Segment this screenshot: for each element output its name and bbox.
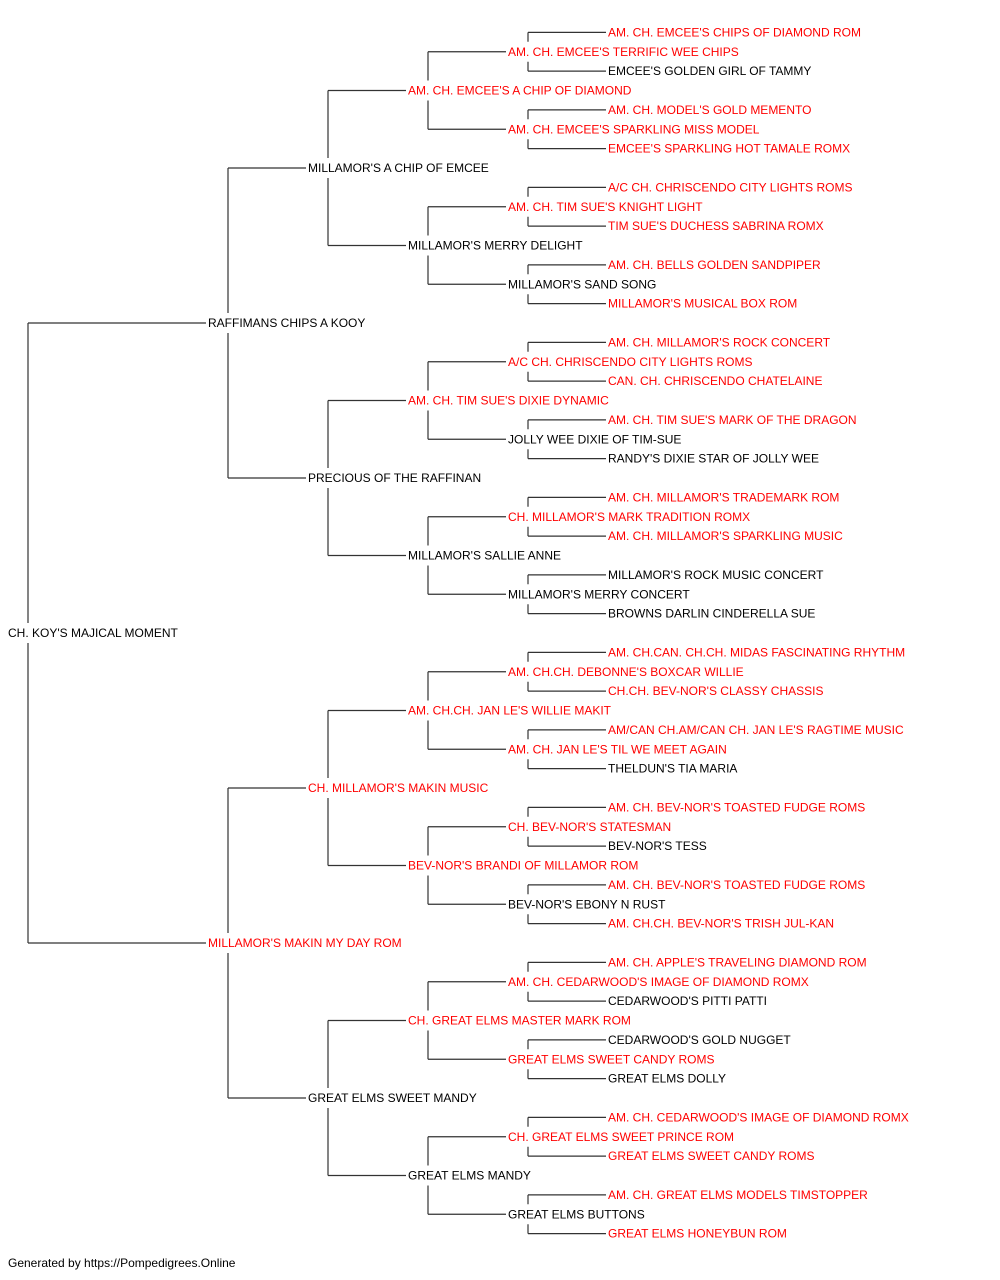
pedigree-name-gen5: A/C CH. CHRISCENDO CITY LIGHTS ROMS (608, 180, 852, 194)
pedigree-name-gen3: GREAT ELMS MANDY (408, 1169, 531, 1183)
pedigree-name-gen4: AM. CH. EMCEE'S SPARKLING MISS MODEL (508, 122, 760, 136)
pedigree-name-gen4: AM. CH.CH. DEBONNE'S BOXCAR WILLIE (508, 665, 744, 679)
pedigree-name-gen5: TIM SUE'S DUCHESS SABRINA ROMX (608, 219, 824, 233)
pedigree-name-gen5: AM. CH.CAN. CH.CH. MIDAS FASCINATING RHY… (608, 645, 905, 659)
pedigree-name-gen5: AM. CH. MILLAMOR'S SPARKLING MUSIC (608, 529, 843, 543)
pedigree-name-gen3: AM. CH.CH. JAN LE'S WILLIE MAKIT (408, 704, 612, 718)
pedigree-name-gen4: MILLAMOR'S SAND SONG (508, 277, 656, 291)
pedigree-name-gen3: BEV-NOR'S BRANDI OF MILLAMOR ROM (408, 859, 638, 873)
pedigree-name-gen5: CEDARWOOD'S GOLD NUGGET (608, 1033, 791, 1047)
pedigree-name-gen5: AM. CH. BEV-NOR'S TOASTED FUDGE ROMS (608, 878, 865, 892)
pedigree-name-gen5: BROWNS DARLIN CINDERELLA SUE (608, 607, 815, 621)
pedigree-name-gen5: AM. CH. TIM SUE'S MARK OF THE DRAGON (608, 413, 857, 427)
pedigree-name-gen4: AM. CH. TIM SUE'S KNIGHT LIGHT (508, 200, 703, 214)
pedigree-name-gen5: RANDY'S DIXIE STAR OF JOLLY WEE (608, 452, 819, 466)
pedigree-name-gen3: AM. CH. TIM SUE'S DIXIE DYNAMIC (408, 394, 609, 408)
pedigree-name-gen5: CAN. CH. CHRISCENDO CHATELAINE (608, 374, 822, 388)
pedigree-name-gen1: MILLAMOR'S MAKIN MY DAY ROM (208, 936, 402, 950)
pedigree-name-gen5: AM. CH. CEDARWOOD'S IMAGE OF DIAMOND ROM… (608, 1110, 909, 1124)
footer-credit: Generated by https://Pompedigrees.Online (8, 1256, 236, 1270)
pedigree-name-gen3: AM. CH. EMCEE'S A CHIP OF DIAMOND (408, 84, 632, 98)
pedigree-name-gen5: AM. CH. MILLAMOR'S TRADEMARK ROM (608, 490, 839, 504)
pedigree-name-gen3: MILLAMOR'S SALLIE ANNE (408, 549, 561, 563)
pedigree-name-gen4: GREAT ELMS SWEET CANDY ROMS (508, 1052, 714, 1066)
pedigree-name-gen2: GREAT ELMS SWEET MANDY (308, 1091, 477, 1105)
pedigree-name-gen4: MILLAMOR'S MERRY CONCERT (508, 587, 690, 601)
pedigree-name-gen1: RAFFIMANS CHIPS A KOOY (208, 316, 365, 330)
pedigree-name-gen5: EMCEE'S GOLDEN GIRL OF TAMMY (608, 64, 811, 78)
pedigree-name-gen2: PRECIOUS OF THE RAFFINAN (308, 471, 481, 485)
pedigree-name-gen5: THELDUN'S TIA MARIA (608, 762, 737, 776)
pedigree-name-gen5: BEV-NOR'S TESS (608, 839, 707, 853)
pedigree-name-gen4: A/C CH. CHRISCENDO CITY LIGHTS ROMS (508, 355, 752, 369)
pedigree-name-gen5: AM. CH. APPLE'S TRAVELING DIAMOND ROM (608, 955, 867, 969)
pedigree-name-gen4: CH. MILLAMOR'S MARK TRADITION ROMX (508, 510, 750, 524)
pedigree-name-gen5: AM. CH. EMCEE'S CHIPS OF DIAMOND ROM (608, 25, 861, 39)
pedigree-name-gen2: MILLAMOR'S A CHIP OF EMCEE (308, 161, 489, 175)
pedigree-name-gen5: EMCEE'S SPARKLING HOT TAMALE ROMX (608, 142, 850, 156)
pedigree-name-gen5: AM. CH. MODEL'S GOLD MEMENTO (608, 103, 811, 117)
pedigree-name-gen4: CH. GREAT ELMS SWEET PRINCE ROM (508, 1130, 734, 1144)
pedigree-name-gen4: AM. CH. JAN LE'S TIL WE MEET AGAIN (508, 742, 727, 756)
pedigree-name-gen4: AM. CH. CEDARWOOD'S IMAGE OF DIAMOND ROM… (508, 975, 809, 989)
pedigree-name-gen0: CH. KOY'S MAJICAL MOMENT (8, 626, 179, 640)
pedigree-name-gen4: CH. BEV-NOR'S STATESMAN (508, 820, 671, 834)
pedigree-name-gen5: GREAT ELMS SWEET CANDY ROMS (608, 1149, 814, 1163)
pedigree-name-gen5: GREAT ELMS DOLLY (608, 1072, 726, 1086)
pedigree-name-gen3: CH. GREAT ELMS MASTER MARK ROM (408, 1014, 631, 1028)
pedigree-name-gen5: AM. CH.CH. BEV-NOR'S TRISH JUL-KAN (608, 917, 834, 931)
pedigree-name-gen5: CH.CH. BEV-NOR'S CLASSY CHASSIS (608, 684, 823, 698)
pedigree-name-gen5: AM/CAN CH.AM/CAN CH. JAN LE'S RAGTIME MU… (608, 723, 904, 737)
pedigree-name-gen5: MILLAMOR'S MUSICAL BOX ROM (608, 297, 797, 311)
pedigree-name-gen4: JOLLY WEE DIXIE OF TIM-SUE (508, 432, 681, 446)
pedigree-name-gen5: CEDARWOOD'S PITTI PATTI (608, 994, 767, 1008)
pedigree-name-gen4: AM. CH. EMCEE'S TERRIFIC WEE CHIPS (508, 45, 739, 59)
pedigree-name-gen5: AM. CH. BELLS GOLDEN SANDPIPER (608, 258, 821, 272)
pedigree-name-gen5: AM. CH. BEV-NOR'S TOASTED FUDGE ROMS (608, 800, 865, 814)
pedigree-name-gen5: AM. CH. MILLAMOR'S ROCK CONCERT (608, 335, 831, 349)
pedigree-name-gen3: MILLAMOR'S MERRY DELIGHT (408, 239, 583, 253)
pedigree-name-gen5: GREAT ELMS HONEYBUN ROM (608, 1227, 787, 1241)
pedigree-name-gen5: AM. CH. GREAT ELMS MODELS TIMSTOPPER (608, 1188, 868, 1202)
pedigree-name-gen2: CH. MILLAMOR'S MAKIN MUSIC (308, 781, 489, 795)
pedigree-name-gen4: GREAT ELMS BUTTONS (508, 1207, 645, 1221)
pedigree-name-gen4: BEV-NOR'S EBONY N RUST (508, 897, 666, 911)
pedigree-name-gen5: MILLAMOR'S ROCK MUSIC CONCERT (608, 568, 824, 582)
